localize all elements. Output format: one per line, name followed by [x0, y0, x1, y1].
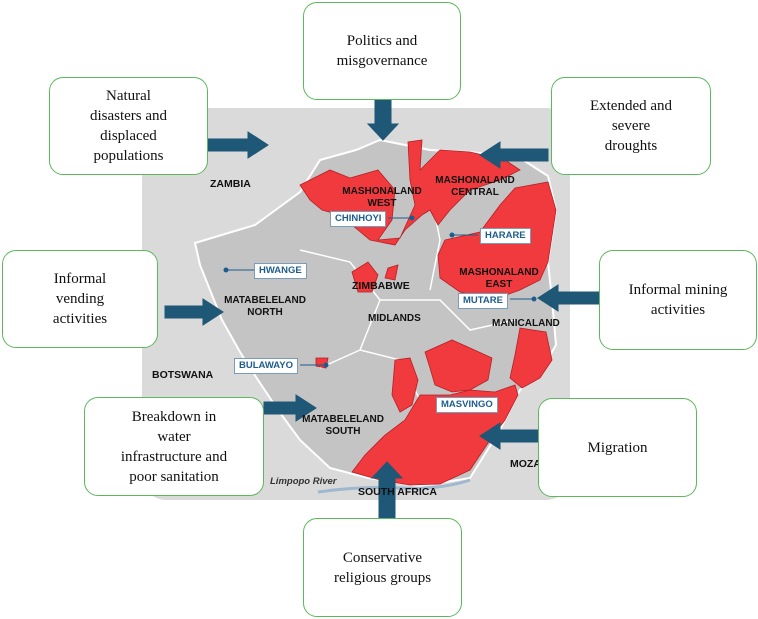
factor-religious-groups: Conservative religious groups: [303, 518, 462, 617]
arrows: [164, 97, 601, 519]
country-zambia: ZAMBIA: [210, 178, 251, 190]
arrow-mid-right: [537, 284, 601, 312]
factor-informal-vending: Informal vending activities: [2, 250, 158, 348]
city-mutare: MUTARE: [458, 293, 508, 309]
region-mashonaland-east: MASHONALAND EAST: [459, 267, 539, 290]
factor-politics: Politics and misgovernance: [303, 2, 461, 100]
city-masvingo: MASVINGO: [436, 397, 498, 413]
arrow-bottom: [370, 461, 404, 519]
country-botswana: BOTSWANA: [152, 369, 214, 381]
region-matabeleland-north: MATABELELAND NORTH: [224, 295, 306, 318]
factor-migration: Migration: [538, 398, 697, 497]
arrow-top-right: [479, 141, 549, 169]
region-mashonaland-west: MASHONALAND WEST: [342, 186, 422, 209]
river-label: Limpopo River: [270, 476, 337, 487]
arrow-mid-left: [164, 298, 224, 326]
city-harare: HARARE: [480, 228, 531, 244]
arrow-bottom-right: [479, 422, 541, 450]
factor-natural-disasters: Natural disasters and displaced populati…: [49, 77, 208, 175]
city-hwange: HWANGE: [254, 263, 307, 279]
region-midlands: MIDLANDS: [368, 313, 421, 324]
limpopo-river: [317, 478, 471, 494]
city-chinhoyi: CHINHOYI: [330, 211, 387, 227]
arrow-top: [366, 97, 400, 141]
factor-water-infrastructure: Breakdown in water infrastructure and po…: [84, 397, 264, 496]
arrow-top-left: [207, 131, 269, 159]
factor-droughts: Extended and severe droughts: [551, 77, 711, 175]
country-zimbabwe: ZIMBABWE: [352, 280, 410, 292]
region-matabeleland-south: MATABELELAND SOUTH: [302, 414, 384, 437]
country-south-africa: SOUTH AFRICA: [358, 486, 437, 498]
region-mashonaland-central: MASHONALAND CENTRAL: [435, 175, 515, 198]
arrow-bottom-left: [263, 394, 317, 422]
region-manicaland: MANICALAND: [492, 318, 560, 329]
city-markers: [223, 215, 537, 368]
factor-informal-mining: Informal mining activities: [599, 250, 757, 350]
city-bulawayo: BULAWAYO: [234, 358, 299, 374]
